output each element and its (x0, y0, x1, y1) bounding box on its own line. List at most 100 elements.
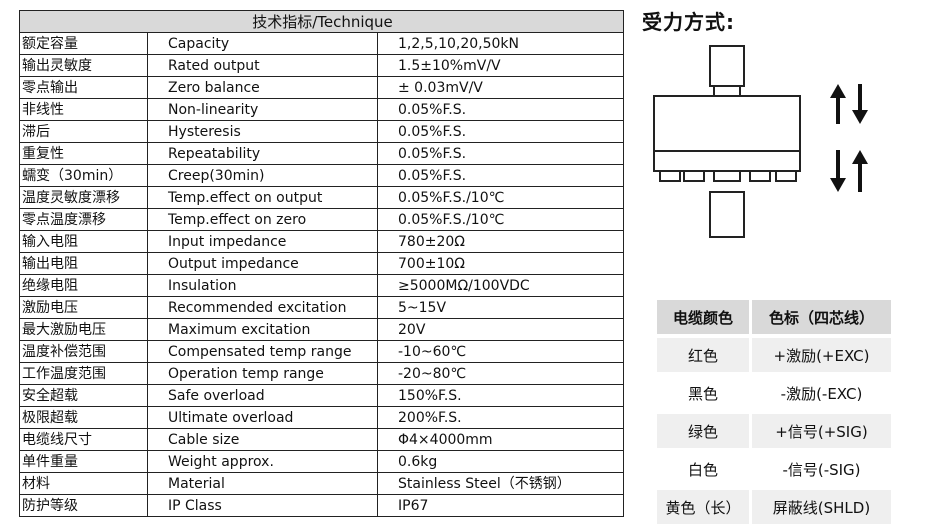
spec-value-cell: 0.05%F.S. (376, 98, 625, 121)
spec-value-cell: 0.05%F.S. (376, 164, 625, 187)
spec-value-cell: 5~15V (376, 296, 625, 319)
wire-color-cell: 黄色（长） (657, 490, 752, 524)
spec-value-cell: 200%F.S. (376, 406, 625, 429)
spec-cn-cell: 额定容量 (19, 32, 148, 55)
spec-cn-cell: 最大激励电压 (19, 318, 148, 341)
spec-en-cell: Repeatability (147, 142, 378, 165)
spec-en-cell: Output impedance (147, 252, 378, 275)
spec-en-cell: Temp.effect on zero (147, 208, 378, 231)
table-row: 白色-信号(-SIG) (657, 452, 891, 486)
spec-en-cell: Creep(30min) (147, 164, 378, 187)
table-row: 黑色-激励(-EXC) (657, 376, 891, 410)
spec-en-cell: Rated output (147, 54, 378, 77)
spec-value-cell: 0.05%F.S. (376, 120, 625, 143)
load-cell-drawing-icon (653, 45, 868, 238)
spec-cn-cell: 绝缘电阻 (19, 274, 148, 297)
spec-en-cell: Weight approx. (147, 450, 378, 473)
wire-color-cell: 白色 (657, 452, 752, 486)
spec-value-cell: 0.05%F.S./10℃ (376, 208, 625, 231)
spec-en-cell: Material (147, 472, 378, 495)
spec-cn-cell: 激励电压 (19, 296, 148, 319)
spec-cn-cell: 电缆线尺寸 (19, 428, 148, 451)
table-row: 黄色（长）屏蔽线(SHLD) (657, 490, 891, 524)
spec-cn-cell: 非线性 (19, 98, 148, 121)
spec-en-cell: Recommended excitation (147, 296, 378, 319)
spec-en-cell: Zero balance (147, 76, 378, 99)
spec-cn-cell: 单件重量 (19, 450, 148, 473)
spec-cn-cell: 材料 (19, 472, 148, 495)
spec-value-cell: 700±10Ω (376, 252, 625, 275)
spec-en-cell: Operation temp range (147, 362, 378, 385)
table-row: 绿色+信号(+SIG) (657, 414, 891, 448)
wire-color-cell: 红色 (657, 338, 752, 372)
spec-cn-cell: 安全超载 (19, 384, 148, 407)
wire-color-cell: 绿色 (657, 414, 752, 448)
spec-en-cell: Cable size (147, 428, 378, 451)
spec-en-cell: Ultimate overload (147, 406, 378, 429)
spec-cn-cell: 零点输出 (19, 76, 148, 99)
spec-value-cell: 0.05%F.S. (376, 142, 625, 165)
table-row: 蠕变（30min）Creep(30min)0.05%F.S. (19, 164, 625, 187)
spec-value-cell: 0.05%F.S./10℃ (376, 186, 625, 209)
spec-en-cell: Temp.effect on output (147, 186, 378, 209)
spec-value-cell: -10~60℃ (376, 340, 625, 363)
spec-cn-cell: 工作温度范围 (19, 362, 148, 385)
spec-value-cell: 150%F.S. (376, 384, 625, 407)
spec-en-cell: Input impedance (147, 230, 378, 253)
table-row: 红色+激励(+EXC) (657, 338, 891, 372)
wire-signal-cell: -激励(-EXC) (752, 376, 891, 410)
spec-cn-cell: 输出灵敏度 (19, 54, 148, 77)
spec-value-cell: ≥5000MΩ/100VDC (376, 274, 625, 297)
wire-signal-cell: -信号(-SIG) (752, 452, 891, 486)
wire-table-header-row: 电缆颜色 色标（四芯线） (657, 300, 891, 334)
spec-value-cell: Φ4×4000mm (376, 428, 625, 451)
spec-table-header-row: 技术指标/Technique (18, 10, 625, 33)
spec-cn-cell: 温度补偿范围 (19, 340, 148, 363)
spec-value-cell: -20~80℃ (376, 362, 625, 385)
spec-cn-cell: 温度灵敏度漂移 (19, 186, 148, 209)
spec-cn-cell: 蠕变（30min） (19, 164, 148, 187)
spec-en-cell: Non-linearity (147, 98, 378, 121)
spec-value-cell: ± 0.03mV/V (376, 76, 625, 99)
spec-cn-cell: 零点温度漂移 (19, 208, 148, 231)
spec-en-cell: Hysteresis (147, 120, 378, 143)
spec-value-cell: 1.5±10%mV/V (376, 54, 625, 77)
spec-cn-cell: 输出电阻 (19, 252, 148, 275)
wire-table-body: 红色+激励(+EXC)黑色-激励(-EXC)绿色+信号(+SIG)白色-信号(-… (657, 338, 891, 524)
spec-en-cell: Capacity (147, 32, 378, 55)
spec-en-cell: Insulation (147, 274, 378, 297)
spec-value-cell: 20V (376, 318, 625, 341)
spec-value-cell: IP67 (376, 494, 625, 517)
wire-signal-cell: +信号(+SIG) (752, 414, 891, 448)
spec-en-cell: Maximum excitation (147, 318, 378, 341)
wire-color-table: 电缆颜色 色标（四芯线） 红色+激励(+EXC) 黑色-激励(-EXC) 绿色+信号… (657, 296, 891, 528)
tension-compression-arrows-icon (830, 84, 868, 192)
spec-cn-cell: 滞后 (19, 120, 148, 143)
spec-value-cell: 0.6kg (376, 450, 625, 473)
spec-en-cell: IP Class (147, 494, 378, 517)
spec-value-cell: 780±20Ω (376, 230, 625, 253)
spec-value-cell: 1,2,5,10,20,50kN (376, 32, 625, 55)
wire-signal-cell: 屏蔽线(SHLD) (752, 490, 891, 524)
